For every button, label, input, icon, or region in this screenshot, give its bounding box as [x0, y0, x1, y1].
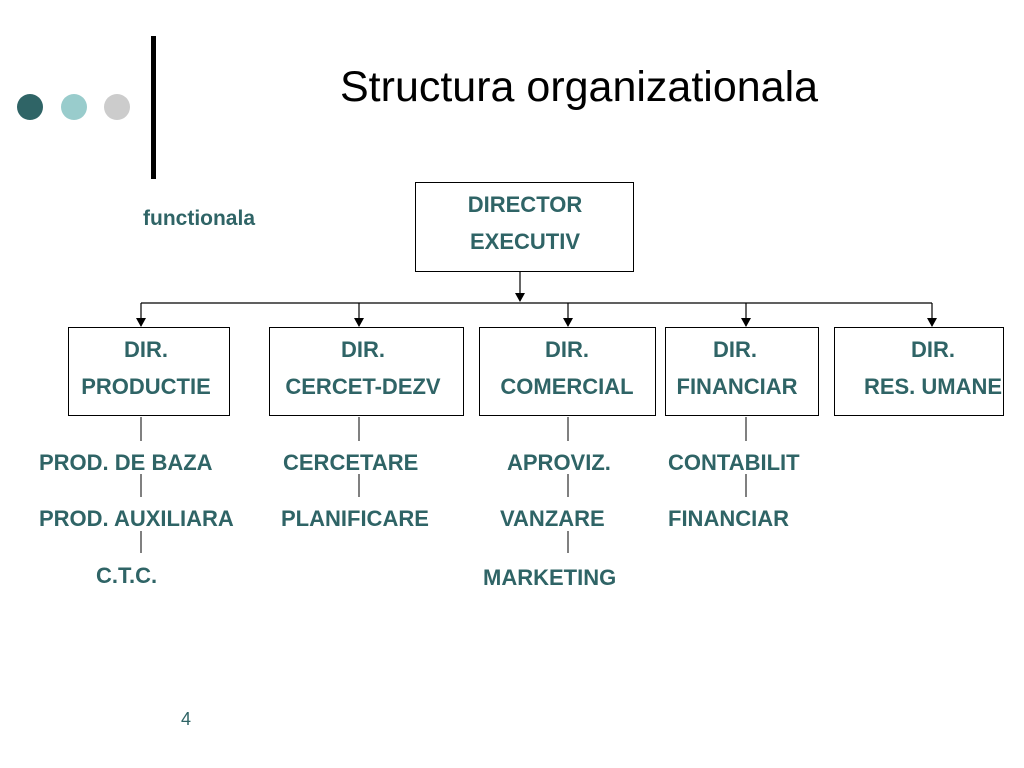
department-label-line2: FINANCIAR: [676, 374, 798, 399]
page-number: 4: [181, 709, 192, 729]
root-box-director-executiv: [415, 182, 634, 272]
subunit-label: CERCETARE: [283, 450, 419, 475]
subunit-label: PROD. AUXILIARA: [39, 506, 234, 531]
department-box-comercial: [479, 327, 656, 416]
subunit-connectors: [140, 417, 747, 553]
department-label-line1: DIR.: [341, 337, 385, 362]
department-box-res-umane: [834, 327, 1004, 416]
decorative-dot-mid: [61, 94, 87, 120]
subunit-label: VANZARE: [500, 506, 605, 531]
root-label-line2: EXECUTIV: [469, 229, 581, 254]
subunit-label: PLANIFICARE: [281, 506, 429, 531]
decorative-dot-light: [104, 94, 130, 120]
department-box-financiar: [665, 327, 819, 416]
slide-subtitle: functionala: [143, 207, 256, 230]
subunit-label: APROVIZ.: [507, 450, 611, 475]
department-label-line1: DIR.: [713, 337, 757, 362]
department-label-line2: PRODUCTIE: [81, 374, 211, 399]
slide-title: Structura organizationala: [340, 63, 819, 111]
department-label-line1: DIR.: [124, 337, 168, 362]
subunit-label: MARKETING: [483, 565, 617, 590]
department-label-line2: RES. UMANE: [863, 374, 1003, 399]
department-label-line1: DIR.: [911, 337, 955, 362]
subunit-label: C.T.C.: [96, 563, 158, 588]
subunit-label: PROD. DE BAZA: [39, 450, 213, 475]
department-label-line2: CERCET-DEZV: [285, 374, 441, 399]
subunit-label: FINANCIAR: [668, 506, 789, 531]
subunit-label: CONTABILIT: [668, 450, 800, 475]
department-label-line1: DIR.: [545, 337, 589, 362]
department-box-cercet-dezv: [269, 327, 464, 416]
title-divider-bar: [151, 36, 156, 179]
department-box-productie: [68, 327, 230, 416]
decorative-dot-dark: [17, 94, 43, 120]
department-label-line2: COMERCIAL: [500, 374, 634, 399]
root-label-line1: DIRECTOR: [467, 192, 583, 217]
